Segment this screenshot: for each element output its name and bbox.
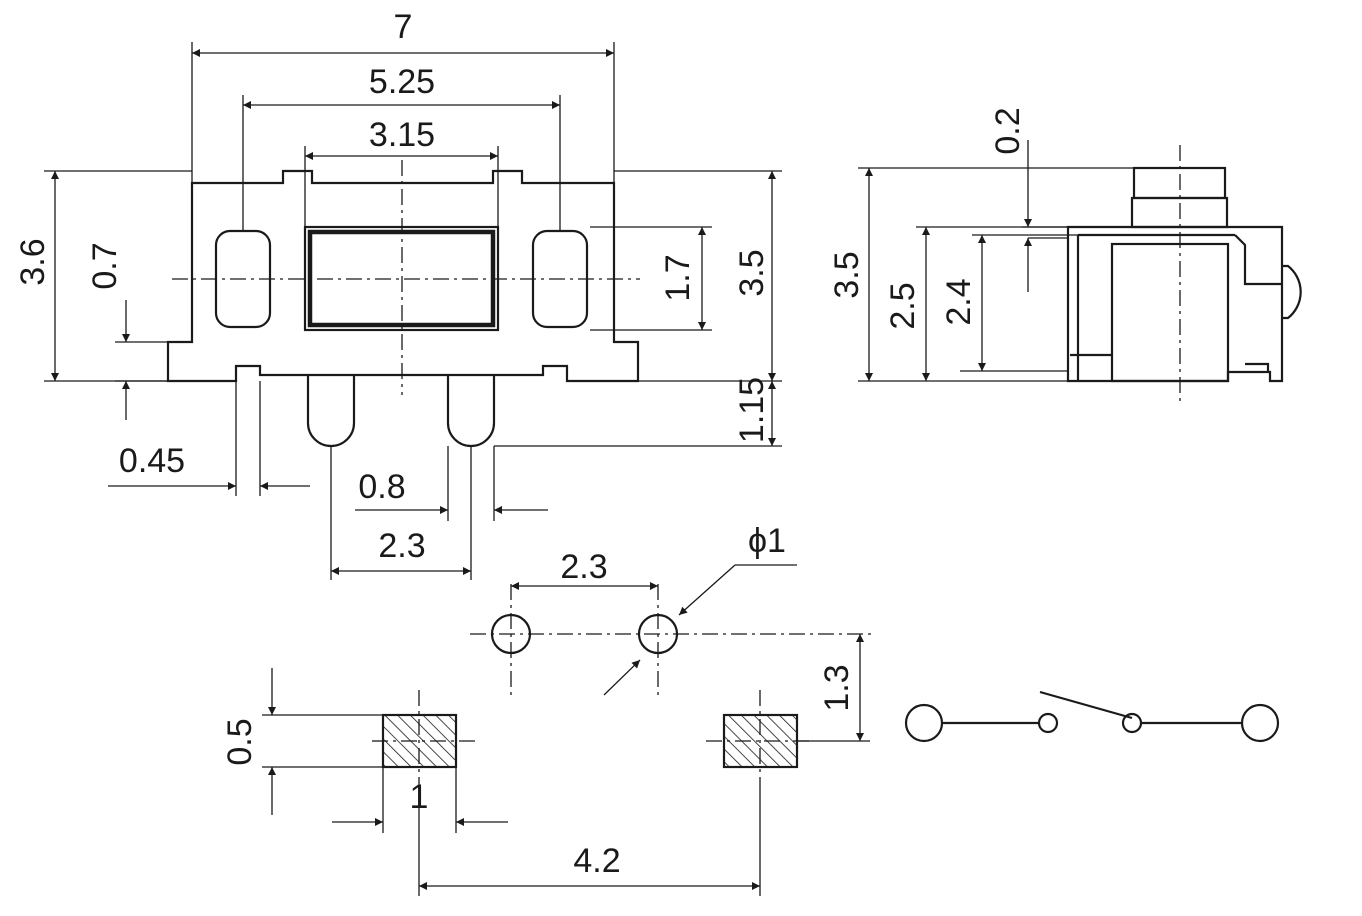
contact-left xyxy=(1037,712,1059,734)
dim-total-height: 3.6 xyxy=(14,238,52,285)
switch-arm xyxy=(1039,690,1133,720)
terminal-left xyxy=(904,703,944,743)
dim-pad-pitch: 4.2 xyxy=(573,842,620,880)
dim-hole-to-pad: 1.3 xyxy=(818,664,856,711)
dim-body-width: 5.25 xyxy=(369,63,435,101)
side-view: 0.2 3.5 2.5 2.4 xyxy=(828,107,1302,402)
side-inner-slider xyxy=(1110,242,1230,383)
dim-hole-diameter: ϕ1 xyxy=(748,522,786,560)
dim-lead-length: 1.15 xyxy=(733,377,771,443)
dim-window-height: 1.7 xyxy=(659,254,697,301)
dim-lead-width: 0.8 xyxy=(358,468,405,506)
dim-inner-height: 2.4 xyxy=(940,278,978,325)
side-lead-bump xyxy=(1282,264,1302,320)
dim-actuator-travel: 0.2 xyxy=(989,107,1027,154)
switch-spst-icon xyxy=(904,690,1280,743)
dim-side-height: 3.5 xyxy=(828,251,866,298)
dim-body-height: 3.5 xyxy=(733,249,771,296)
dim-hole-pitch: 2.3 xyxy=(560,548,607,586)
right-lead xyxy=(446,375,496,448)
dim-actuator-width: 3.15 xyxy=(369,116,435,154)
left-lead xyxy=(306,375,356,448)
dim-tab-width: 0.45 xyxy=(119,442,185,480)
dim-lead-pitch: 2.3 xyxy=(378,527,425,565)
dim-hole-offset: 0.7 xyxy=(86,242,124,289)
dim-lower-height: 2.5 xyxy=(884,282,922,329)
side-body-outline xyxy=(1066,225,1284,383)
front-body-outline xyxy=(166,169,640,383)
front-view: 7 5.25 3.15 3.6 0.7 3.5 1.7 xyxy=(14,8,782,580)
dim-width: 7 xyxy=(394,8,413,46)
dim-pad-height: 0.5 xyxy=(221,718,259,765)
contact-right xyxy=(1121,712,1143,734)
terminal-right xyxy=(1240,703,1280,743)
pcb-layout: 2.3 ϕ1 1.3 0.5 1 4.2 xyxy=(221,522,873,896)
